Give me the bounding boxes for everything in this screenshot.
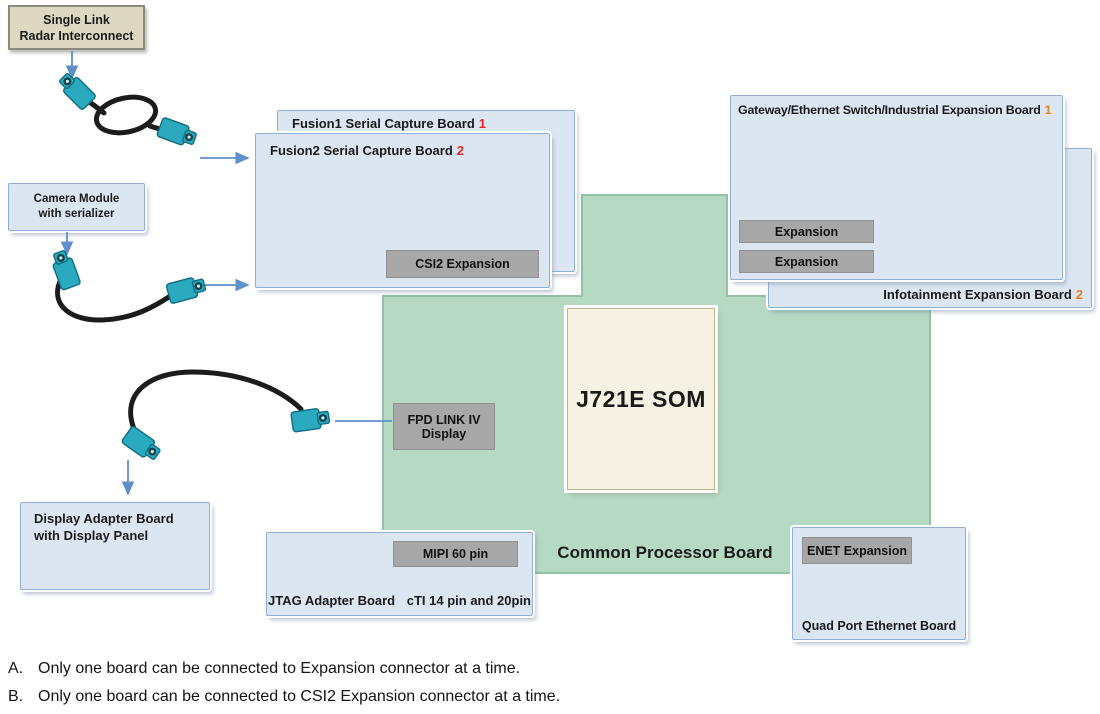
radar-box-line1: Single Link — [43, 12, 110, 27]
jtag-adapter-board: MIPI 60 pin JTAG Adapter Board cTI 14 pi… — [266, 532, 533, 616]
jtag-board-title: JTAG Adapter Board cTI 14 pin and 20pin — [267, 592, 532, 610]
camera-box-line1: Camera Module — [33, 193, 120, 205]
footnote-a: A. Only one board can be connected to Ex… — [8, 660, 560, 678]
footnote-b: B. Only one board can be connected to CS… — [8, 688, 560, 706]
expansion-connector-bottom-label: Expansion — [774, 254, 839, 269]
camera-box-line2: with serializer — [38, 208, 115, 220]
fpd-link-label-line1: FPD LINK IV — [407, 412, 481, 427]
fpd-link-label-line2: Display — [421, 426, 467, 441]
fusion2-title-text: Fusion2 Serial Capture Board — [270, 143, 453, 158]
display-adapter-title: Display Adapter Board with Display Panel — [21, 503, 209, 544]
mipi-60pin-connector: MIPI 60 pin — [393, 541, 518, 567]
csi2-expansion-connector: CSI2 Expansion — [386, 250, 539, 278]
expansion-connector-top: Expansion — [739, 220, 874, 243]
gateway-board-title: Gateway/Ethernet Switch/Industrial Expan… — [731, 96, 1062, 119]
infotainment-title-text: Infotainment Expansion Board — [883, 287, 1072, 302]
single-link-radar-interconnect-box: Single Link Radar Interconnect — [8, 5, 145, 50]
footnotes: A. Only one board can be connected to Ex… — [8, 660, 560, 714]
radar-box-line2: Radar Interconnect — [19, 28, 134, 43]
fusion1-title-text: Fusion1 Serial Capture Board — [292, 116, 475, 131]
fusion2-board-number: 2 — [456, 143, 464, 158]
common-processor-board-label: Common Processor Board — [557, 543, 773, 562]
j721e-som-board: J721E SOM — [567, 308, 715, 490]
infotainment-board-number: 2 — [1075, 287, 1083, 302]
expansion-connector-top-label: Expansion — [774, 224, 839, 239]
footnote-a-label: A. — [8, 660, 24, 677]
display-adapter-line2: with Display Panel — [34, 528, 149, 543]
jtag-title-text: JTAG Adapter Board — [268, 593, 396, 608]
footnote-b-label: B. — [8, 688, 24, 705]
quad-port-ethernet-board: ENET Expansion Quad Port Ethernet Board — [792, 527, 966, 640]
expansion-connector-bottom: Expansion — [739, 250, 874, 273]
quad-port-board-title: Quad Port Ethernet Board — [793, 617, 965, 635]
fusion1-board-number: 1 — [478, 116, 486, 131]
footnote-b-text: Only one board can be connected to CSI2 … — [38, 688, 561, 705]
quad-port-title-text: Quad Port Ethernet Board — [801, 619, 957, 633]
gateway-title-text: Gateway/Ethernet Switch/Industrial Expan… — [738, 103, 1041, 117]
gateway-expansion-board: Gateway/Ethernet Switch/Industrial Expan… — [730, 95, 1063, 280]
enet-expansion-connector: ENET Expansion — [802, 537, 912, 564]
display-adapter-board: Display Adapter Board with Display Panel — [20, 502, 210, 590]
display-adapter-line1: Display Adapter Board — [34, 511, 174, 526]
j721e-som-label: J721E SOM — [576, 385, 706, 412]
camera-module-box: Camera Module with serializer — [8, 183, 145, 231]
gateway-board-number: 1 — [1044, 103, 1052, 117]
fpd-link-iv-display-connector: FPD LINK IV Display — [393, 403, 495, 450]
enet-expansion-label: ENET Expansion — [806, 543, 908, 558]
csi2-expansion-label: CSI2 Expansion — [415, 257, 510, 271]
mipi-60pin-label: MIPI 60 pin — [422, 547, 489, 561]
jtag-detail-text: cTI 14 pin and 20pin — [406, 593, 531, 608]
footnote-a-text: Only one board can be connected to Expan… — [38, 660, 521, 677]
